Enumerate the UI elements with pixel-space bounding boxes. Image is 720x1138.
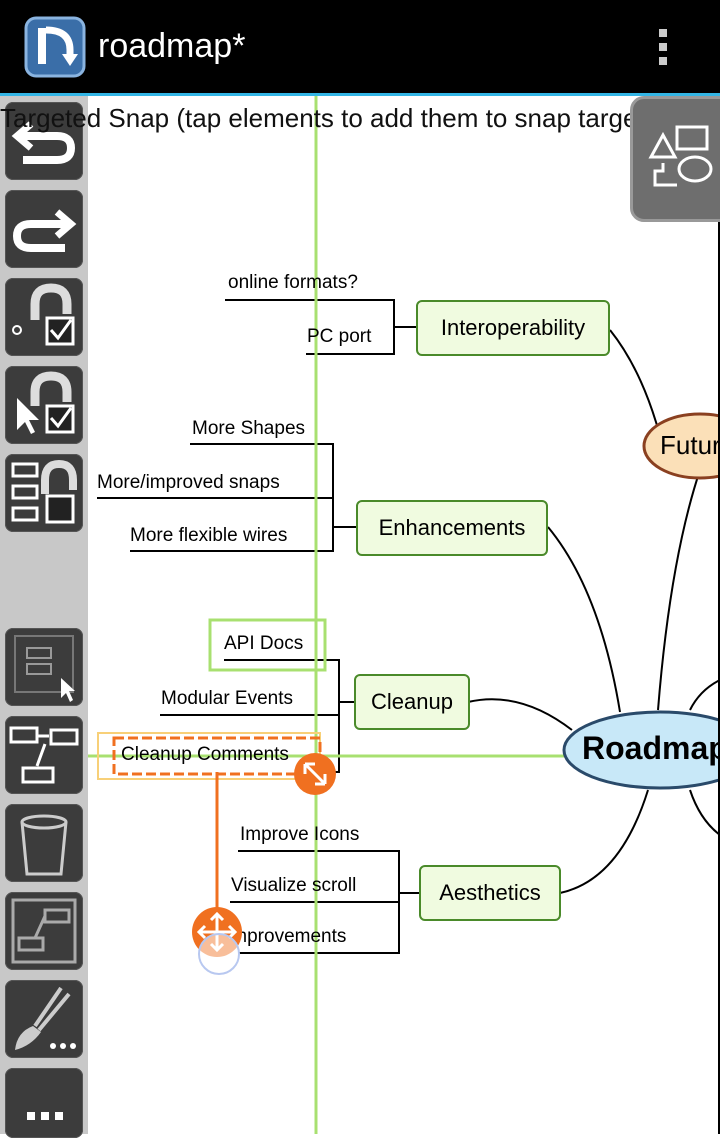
overflow-menu-icon[interactable]: [648, 26, 678, 72]
canvas-border: [718, 96, 720, 1134]
app-bar-divider: [0, 93, 720, 96]
snap-to-grid-toggle[interactable]: [5, 278, 83, 356]
snap-mode-banner: Targeted Snap (tap elements to add them …: [0, 103, 667, 133]
leaf-visualize-scroll[interactable]: Visualize scroll: [231, 875, 357, 896]
redo-icon: [12, 209, 77, 252]
snap-to-elements-toggle[interactable]: [5, 454, 83, 532]
app-logo-icon[interactable]: [24, 16, 86, 78]
snap-to-grid-icon: [12, 283, 75, 346]
snap-to-elements-icon: [11, 459, 77, 524]
diagram-canvas[interactable]: Interoperability Enhancements Cleanup Ae…: [88, 96, 718, 1134]
undo-button[interactable]: [5, 102, 83, 180]
layout-button[interactable]: [5, 892, 83, 970]
delete-button[interactable]: [5, 804, 83, 882]
node-enhancements[interactable]: Enhancements: [356, 500, 548, 556]
tool-sidebar: [0, 96, 88, 1138]
leaf-modular-events[interactable]: Modular Events: [161, 688, 294, 709]
shapes-palette-button[interactable]: [630, 96, 720, 222]
leaf-api-docs[interactable]: API Docs: [224, 633, 304, 654]
node-cleanup[interactable]: Cleanup: [354, 674, 470, 730]
trash-icon: [20, 814, 68, 876]
leaf-online-formats[interactable]: online formats?: [228, 272, 358, 293]
connection-wires: [88, 96, 718, 1134]
app-bar: roadmap*: [0, 0, 720, 93]
snap-to-selection-toggle[interactable]: [5, 366, 83, 444]
node-future[interactable]: Futur: [660, 430, 718, 460]
node-interoperability[interactable]: Interoperability: [416, 300, 610, 356]
select-area-button[interactable]: [5, 628, 83, 706]
node-roadmap-center[interactable]: Roadmap: [582, 730, 718, 766]
leaf-improve-icons[interactable]: Improve Icons: [240, 824, 360, 845]
shapes-icon: [648, 125, 713, 187]
move-handle-icon[interactable]: [191, 906, 245, 976]
style-brush-button[interactable]: [5, 980, 83, 1058]
leaf-improvements[interactable]: Improvements: [226, 926, 347, 947]
leaf-more-flexible-wires[interactable]: More flexible wires: [130, 525, 288, 546]
redo-button[interactable]: [5, 190, 83, 268]
leaf-more-improved-snaps[interactable]: More/improved snaps: [97, 472, 280, 493]
leaf-cleanup-comments[interactable]: Cleanup Comments: [121, 744, 289, 765]
app-title: roadmap*: [98, 27, 246, 65]
undo-icon: [11, 121, 76, 164]
node-aesthetics[interactable]: Aesthetics: [419, 865, 561, 921]
select-area-icon: [14, 635, 75, 702]
connect-shapes-icon: [9, 726, 79, 784]
leaf-pc-port[interactable]: PC port: [307, 326, 372, 347]
layout-icon: [11, 898, 77, 964]
leaf-more-shapes[interactable]: More Shapes: [192, 418, 306, 439]
snap-to-selection-icon: [17, 371, 75, 434]
resize-handle-icon[interactable]: [293, 752, 337, 796]
more-icon: [27, 1112, 63, 1120]
more-tools-button[interactable]: [5, 1068, 83, 1138]
brush-icon: [15, 986, 76, 1050]
connect-shapes-button[interactable]: [5, 716, 83, 794]
